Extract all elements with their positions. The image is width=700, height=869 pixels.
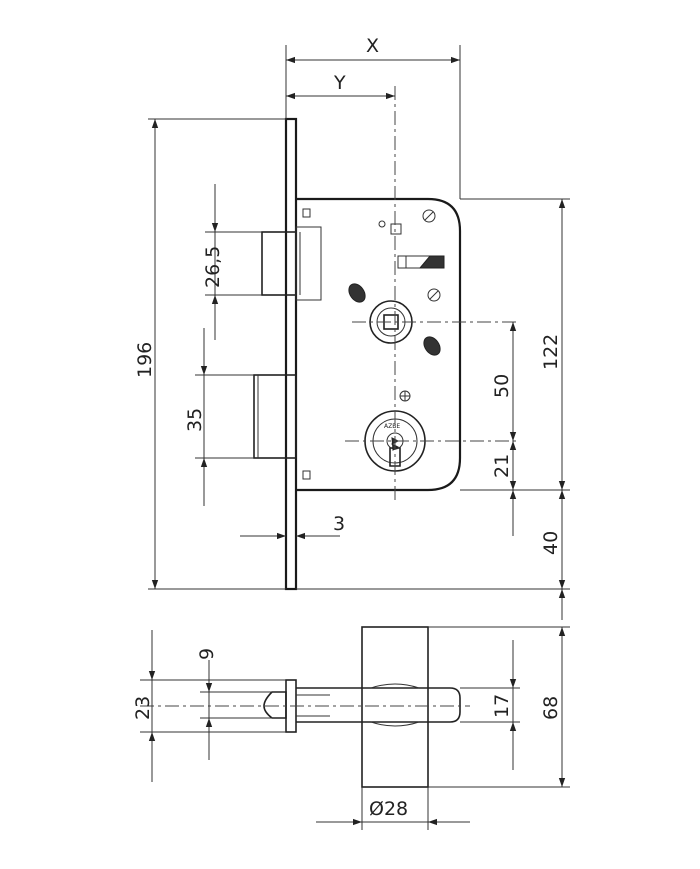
dimension-y: Y	[333, 72, 346, 94]
dimension-196: 196	[134, 342, 156, 378]
dimension-50: 50	[491, 374, 513, 398]
dimension-17: 17	[491, 694, 513, 718]
side-plate	[361, 626, 429, 788]
dimension-35: 35	[184, 408, 206, 432]
small-pin	[378, 220, 386, 228]
dimension-diam28: Ø28	[369, 798, 408, 820]
faceplate	[284, 117, 298, 591]
dimension-3: 3	[333, 513, 345, 535]
lock-side-view	[140, 626, 470, 788]
top-square-mark	[390, 223, 402, 235]
front-view-dimensions: X Y 196 26,5 35 3 122 50 21 4	[134, 35, 570, 620]
dimension-68: 68	[540, 696, 562, 720]
dimension-40: 40	[540, 531, 562, 555]
dimension-x: X	[366, 35, 379, 57]
side-shaft	[296, 687, 461, 723]
case-slot-bottom	[302, 470, 311, 480]
latch-bolt	[261, 226, 322, 301]
cylinder-brand-label: AZBE	[384, 423, 400, 430]
dimension-21: 21	[491, 454, 513, 478]
screw-lower	[399, 390, 411, 402]
case-slot-top	[302, 208, 311, 218]
lock-front-view: AZBE	[253, 86, 520, 591]
fixing-hole-upper	[348, 283, 366, 303]
dead-bolt	[253, 374, 297, 459]
screw-middle	[427, 288, 441, 302]
dimension-122: 122	[540, 334, 562, 370]
fixing-hole-lower	[423, 336, 441, 356]
dimension-26-5: 26,5	[202, 246, 224, 288]
lever-mechanism	[397, 255, 445, 269]
side-view-dimensions: 23 9 17 68 Ø28	[132, 626, 570, 830]
dimension-23: 23	[132, 696, 154, 720]
screw-top-right	[422, 209, 436, 223]
dimension-9: 9	[196, 648, 218, 660]
lock-case	[296, 197, 462, 492]
